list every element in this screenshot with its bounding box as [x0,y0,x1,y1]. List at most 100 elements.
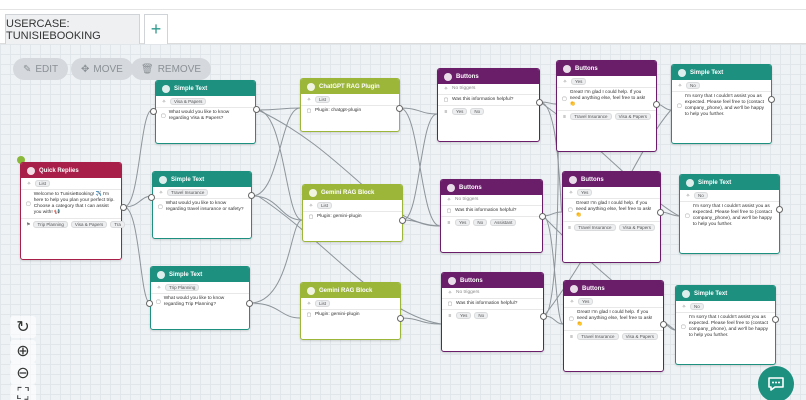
sparkle-icon: ✧ [306,96,312,103]
node-buttons-yes-3[interactable]: Buttons ✧Yes ▢Great! I'm glad I could he… [563,280,664,372]
message-icon: ▢ [677,103,682,109]
node-buttons-helpful-1[interactable]: Buttons ✧No triggers ▢Was this informati… [437,68,540,142]
node-buttons-helpful-2[interactable]: Buttons ✧No triggers ▢Was this informati… [440,179,543,253]
output-port[interactable] [248,192,255,199]
plugin-icon [309,188,317,197]
list-icon: ≡ [444,108,448,115]
node-buttons-helpful-3[interactable]: Buttons ✧No triggers ▢Was this informati… [441,272,544,352]
output-port[interactable] [396,105,403,112]
fit-view-button[interactable]: ⛶ [10,384,36,400]
zoom-out-button[interactable]: ⊖ [10,362,36,384]
node-simple-text-trip[interactable]: Simple Text ✧Trip Planning ▢What would y… [150,266,250,330]
zoom-out-icon: ⊖ [16,365,30,382]
node-simple-text-sorry-2[interactable]: Simple Text ✧No ▢I'm sorry that I couldn… [679,174,780,254]
node-chatgpt-rag[interactable]: ChatGPT RAG Plugin ✧List ▢Plugin: chatgp… [300,78,400,132]
move-button[interactable]: ✥MOVE [71,58,133,80]
output-port[interactable] [246,300,253,307]
zoom-in-button[interactable]: ⊕ [10,340,36,362]
node-simple-text-sorry-1[interactable]: Simple Text ✧No ▢I'm sorry that I couldn… [671,64,772,144]
node-icon [678,68,686,77]
pencil-icon: ✎ [23,63,32,75]
output-port[interactable] [253,106,260,113]
sparkle-icon: ✧ [308,202,314,209]
remove-button[interactable]: 🗑REMOVE [131,58,212,80]
sparkle-icon: ✧ [685,192,691,199]
sparkle-icon: ✧ [568,189,574,196]
sparkle-icon: ✧ [161,98,167,105]
node-icon [447,183,455,192]
input-port[interactable] [148,194,155,201]
edit-button[interactable]: ✎EDIT [13,58,69,80]
reset-view-button[interactable]: ↻ [10,316,36,338]
sparkle-icon: ✧ [681,303,687,310]
node-quick-replies[interactable]: Quick Replies ✧List ▢Welcome to TunisieB… [20,162,125,260]
message-icon: ▢ [161,113,166,119]
tab-bar: USERCASE: TUNISIEBOOKING + [0,10,806,44]
plugin-icon: ▢ [308,214,314,220]
chat-launcher-button[interactable] [758,366,794,400]
message-icon: ▢ [26,201,31,207]
plugin-icon [307,82,315,91]
output-port[interactable] [120,204,127,211]
message-icon: ▢ [446,208,452,214]
output-port[interactable] [653,101,660,108]
output-port[interactable] [540,313,547,320]
plugin-icon [307,286,315,295]
plugin-icon: ▢ [306,312,312,318]
sparkle-icon: ✧ [677,82,683,89]
list-icon: ≡ [568,224,572,231]
message-icon: ▢ [568,207,573,213]
input-port[interactable] [150,108,157,115]
message-icon: ▢ [156,299,161,305]
list-icon: ≡ [447,219,451,226]
node-icon [686,178,694,187]
sparkle-icon: ✧ [156,284,162,291]
node-icon [563,64,571,73]
message-icon: ▢ [443,97,449,103]
message-icon: ▢ [447,301,453,307]
zoom-in-icon: ⊕ [16,343,30,360]
chat-icon [768,377,784,391]
node-simple-text-insurance[interactable]: Simple Text ✧Travel Insurance ▢What woul… [152,171,252,239]
input-port[interactable] [146,300,153,307]
node-text: Welcome to TunisieBooking! ✈️ I'm here t… [33,192,115,215]
node-buttons-yes-1[interactable]: Buttons ✧Yes ▢Great! I'm glad I could he… [556,60,657,152]
tab-usecase[interactable]: USERCASE: TUNISIEBOOKING [5,14,140,44]
message-icon: ▢ [681,324,686,330]
move-icon: ✥ [81,63,90,75]
output-port[interactable] [536,99,543,106]
node-icon [157,270,165,279]
node-gemini-rag-1[interactable]: Gemini RAG Block ✧List ▢Plugin: gemini-p… [302,184,403,242]
node-icon [569,175,577,184]
node-gemini-rag-2[interactable]: Gemini RAG Block ✧List ▢Plugin: gemini-p… [300,282,401,340]
output-port[interactable] [776,206,783,213]
sparkle-icon: ✧ [569,298,575,305]
output-port[interactable] [772,316,779,323]
node-icon [570,284,578,293]
add-tab-button[interactable]: + [144,14,168,44]
sparkle-icon: ✧ [562,78,568,85]
flag-icon: ⚑ [26,221,31,228]
sparkle-icon: ✧ [446,197,452,203]
node-buttons-yes-2[interactable]: Buttons ✧Yes ▢Great! I'm glad I could he… [562,171,661,263]
output-port[interactable] [399,217,406,224]
output-port[interactable] [660,321,667,328]
node-icon [444,72,452,81]
sparkle-icon: ✧ [447,290,453,296]
list-icon: ≡ [570,333,574,340]
node-icon [159,175,167,184]
output-port[interactable] [539,213,546,220]
list-icon: ≡ [563,113,567,120]
sparkle-icon: ✧ [26,180,32,187]
node-simple-text-sorry-3[interactable]: Simple Text ✧No ▢I'm sorry that I couldn… [675,285,776,365]
output-port[interactable] [397,315,404,322]
flow-canvas[interactable]: ✎EDIT ✥MOVE 🗑REMOVE Quick Replies ✧List … [0,44,806,400]
node-icon [27,166,35,175]
message-icon: ▢ [569,316,574,322]
node-icon [162,84,170,93]
node-simple-text-visa[interactable]: Simple Text ✧Visa & Papers ▢What would y… [155,80,256,144]
plugin-icon: ▢ [306,108,312,114]
output-port[interactable] [657,209,664,216]
node-icon [448,276,456,285]
output-port[interactable] [768,96,775,103]
